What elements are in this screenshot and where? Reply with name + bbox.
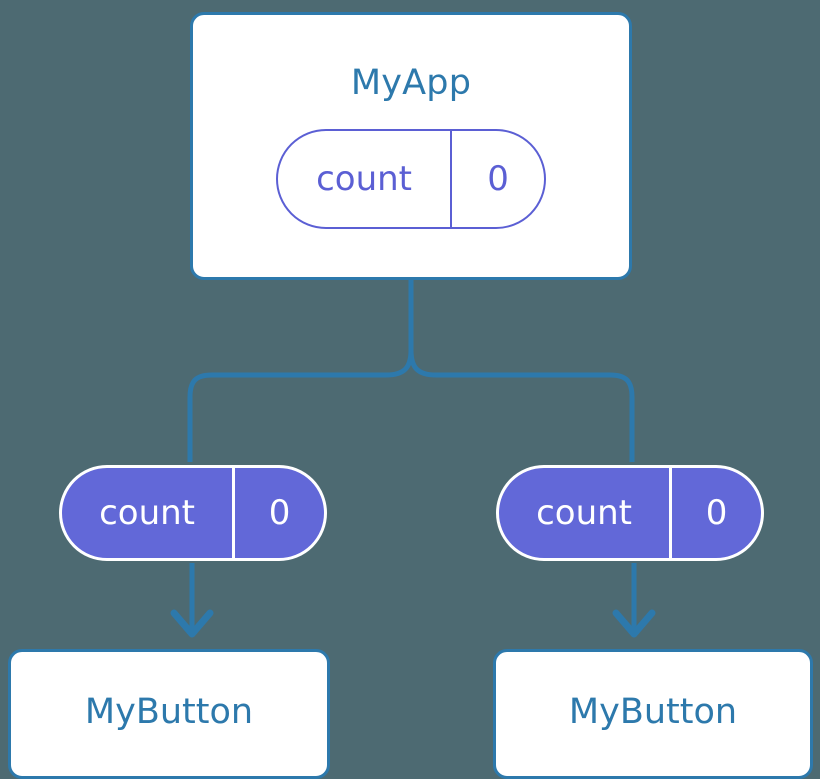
component-title-mybutton: MyButton: [568, 692, 738, 732]
state-key: count: [99, 493, 196, 533]
state-pill-child-left[interactable]: count 0: [59, 465, 327, 561]
component-title-myapp: MyApp: [350, 63, 472, 103]
component-title-mybutton: MyButton: [84, 692, 254, 732]
state-value: 0: [669, 468, 761, 558]
arrow-head-left-icon: [170, 609, 214, 638]
state-value: 0: [450, 131, 544, 227]
state-value: 0: [232, 468, 324, 558]
arrow-head-right-icon: [612, 609, 656, 638]
state-key: count: [316, 159, 413, 199]
branch-line-right: [408, 349, 635, 462]
state-pill-myapp[interactable]: count 0: [276, 129, 546, 229]
branch-line-left: [187, 349, 414, 462]
component-card-mybutton-right[interactable]: MyButton: [493, 649, 813, 779]
component-card-mybutton-left[interactable]: MyButton: [8, 649, 330, 779]
state-key: count: [536, 493, 633, 533]
state-pill-child-right[interactable]: count 0: [496, 465, 764, 561]
